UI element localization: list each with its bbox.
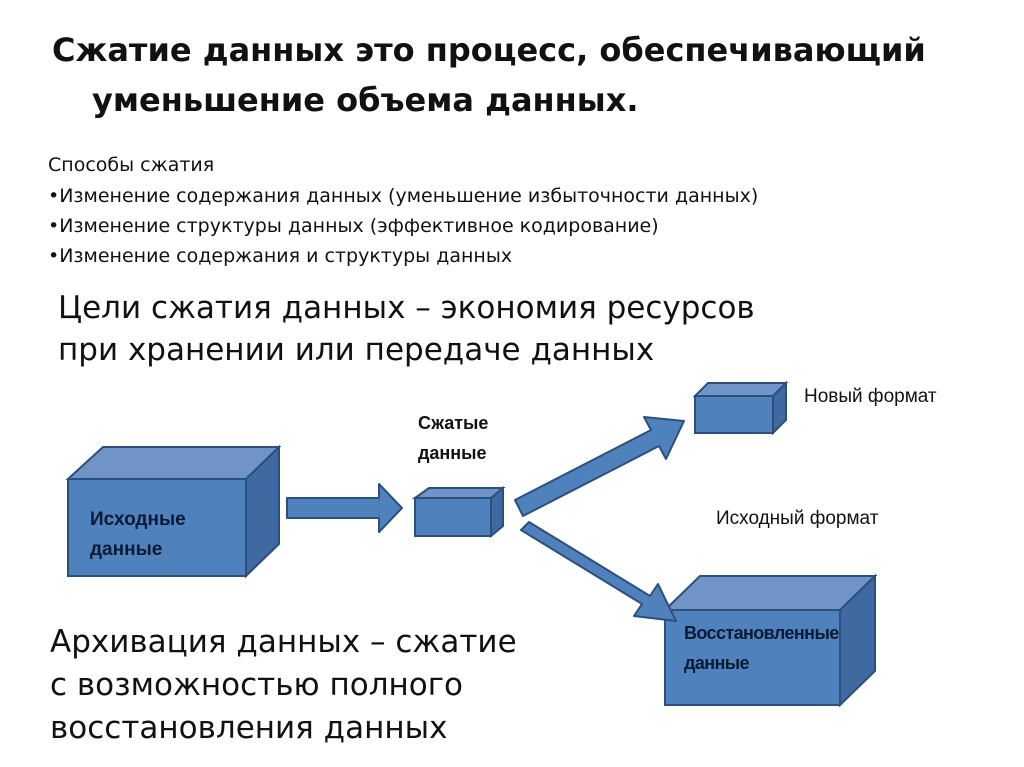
goal-line-2: при хранении или передаче данных [58, 332, 655, 368]
compressed-data-label-line-2: данные [418, 443, 487, 463]
archive-line-3: восстановления данных [50, 710, 448, 746]
new-format-label: Новый формат [804, 386, 937, 407]
methods-item: Изменение структуры данных (эффективное … [48, 211, 758, 241]
compressed-data-label: Сжатые данные [418, 408, 488, 468]
compressed-box-side [490, 485, 504, 539]
restored-data-label: Восстановленные данные [684, 618, 839, 678]
arrow-source-to-compressed [286, 483, 403, 533]
new-format-box-top [692, 382, 789, 397]
goal-line-1: Цели сжатия данных – экономия ресурсов [58, 290, 755, 326]
original-format-label: Исходный формат [716, 508, 879, 529]
methods-item: Изменение содержания данных (уменьшение … [48, 181, 758, 211]
restored-box-front [664, 609, 841, 706]
restored-data-label-line-2: данные [684, 653, 750, 673]
restored-data-label-line-1: Восстановленные [684, 623, 839, 643]
source-data-label: Исходные данные [90, 505, 186, 565]
methods-list: Изменение содержания данных (уменьшение … [48, 181, 758, 271]
source-box-front [67, 478, 247, 577]
methods-heading: Способы сжатия [48, 154, 215, 176]
compressed-box-top [411, 487, 506, 499]
compressed-data-label-line-1: Сжатые [418, 413, 489, 433]
source-data-label-line-1: Исходные [90, 509, 186, 530]
arrow-to-restored [520, 521, 677, 622]
compressed-box-front [414, 497, 492, 537]
arrow-to-new-format [514, 416, 685, 517]
restored-data-box [662, 573, 878, 708]
source-data-box [65, 444, 282, 579]
new-format-box-front [694, 395, 774, 434]
compressed-data-box [411, 485, 506, 539]
restored-box-top [662, 575, 878, 611]
new-format-box [692, 380, 789, 436]
source-data-label-line-2: данные [90, 539, 163, 560]
title-line-1: Сжатие данных это процесс, обеспечивающи… [52, 31, 926, 69]
archive-line-1: Архивация данных – сжатие [50, 624, 517, 660]
archive-line-2: с возможностью полного [50, 667, 463, 703]
source-box-top [65, 446, 282, 480]
title-line-2: уменьшение объема данных. [92, 81, 639, 119]
methods-item: Изменение содержания и структуры данных [48, 241, 758, 271]
